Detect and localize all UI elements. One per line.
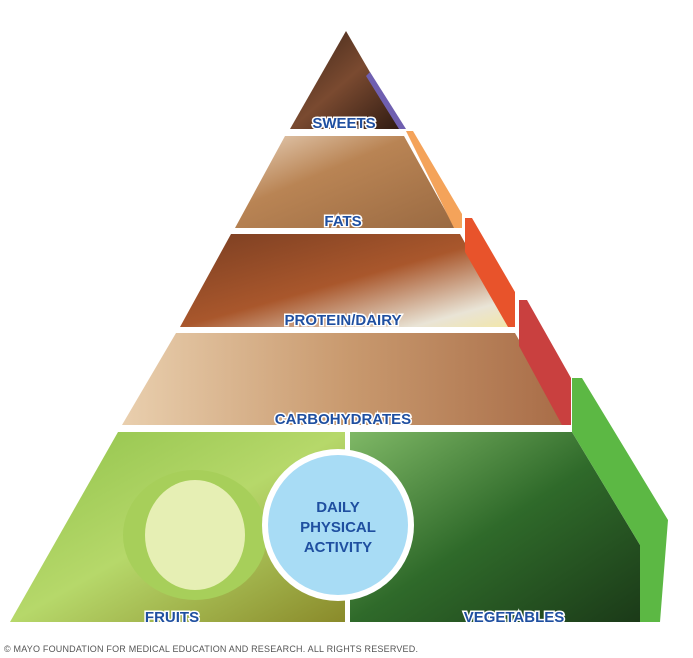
protein-image <box>180 234 512 327</box>
tier-protein-dairy: PROTEIN/DAIRY <box>180 218 515 331</box>
tier-sweets: SWEETS <box>290 31 406 134</box>
fats-label: FATS <box>324 213 361 230</box>
copyright-notice: © MAYO FOUNDATION FOR MEDICAL EDUCATION … <box>4 644 419 654</box>
tier-fats: FATS <box>235 131 462 232</box>
vegetables-band <box>572 378 668 622</box>
tier-fruits-vegetables: FRUITS VEGETABLES <box>10 378 668 628</box>
carbohydrates-band <box>519 300 571 425</box>
daily-physical-activity-circle: DAILY PHYSICAL ACTIVITY <box>262 449 414 601</box>
circle-line-3: ACTIVITY <box>304 539 372 556</box>
vegetables-image <box>350 432 640 622</box>
fats-band <box>406 131 462 228</box>
fruits-label: FRUITS <box>145 609 199 626</box>
protein-band <box>465 218 515 327</box>
apple-flesh <box>145 480 245 590</box>
protein-label: PROTEIN/DAIRY <box>285 312 402 329</box>
vegetables-label: VEGETABLES <box>464 609 565 626</box>
fats-image <box>235 136 455 228</box>
tier-carbohydrates: CARBOHYDRATES <box>122 300 571 430</box>
carbohydrates-label: CARBOHYDRATES <box>275 411 411 428</box>
sweets-band <box>366 72 406 129</box>
carbohydrates-image <box>122 333 568 425</box>
circle-line-2: PHYSICAL <box>300 519 376 536</box>
sweets-image <box>290 31 403 129</box>
circle-line-1: DAILY <box>316 499 360 516</box>
sweets-label: SWEETS <box>312 115 375 132</box>
